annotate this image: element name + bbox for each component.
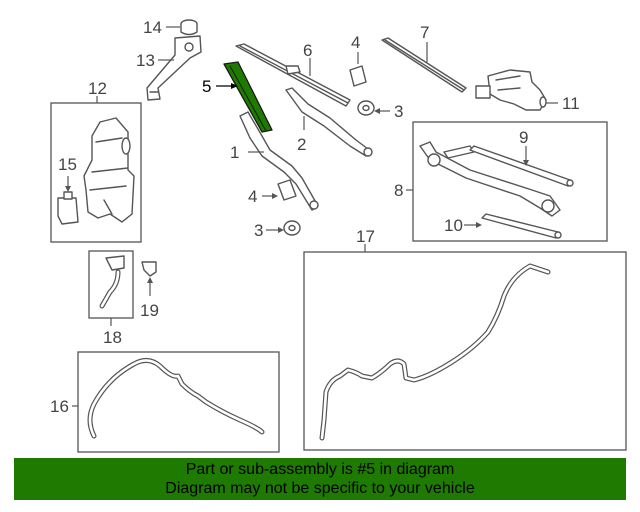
- callout-10[interactable]: 10: [444, 216, 463, 235]
- callout-4-lower[interactable]: 4: [248, 187, 257, 206]
- callout-16[interactable]: 16: [50, 397, 69, 416]
- part-18-hose[interactable]: [99, 255, 125, 309]
- callout-11[interactable]: 11: [562, 94, 580, 113]
- callout-17[interactable]: 17: [356, 227, 375, 246]
- callout-13[interactable]: 13: [136, 51, 155, 70]
- part-8-linkage[interactable]: [419, 141, 561, 217]
- part-12-reservoir[interactable]: [83, 117, 135, 223]
- part-4-cap-lower[interactable]: [277, 179, 297, 201]
- part-13-bracket[interactable]: [146, 35, 202, 101]
- part-16-box: [77, 351, 280, 453]
- info-banner: Part or sub-assembly is #5 in diagram Di…: [14, 458, 626, 500]
- callout-14[interactable]: 14: [143, 18, 162, 37]
- part-3-nut-upper[interactable]: [357, 100, 375, 116]
- callout-19[interactable]: 19: [140, 301, 159, 320]
- part-9-link-rod[interactable]: [469, 145, 574, 187]
- part-16-washer-hose[interactable]: [87, 358, 265, 439]
- part-5-wiper-blade[interactable]: [223, 61, 273, 133]
- part-4-cap-upper[interactable]: [349, 65, 367, 87]
- part-8-box: [412, 121, 608, 242]
- banner-line-2: Diagram may not be specific to your vehi…: [165, 480, 475, 497]
- part-6-wiper-blade[interactable]: [235, 43, 351, 107]
- callout-5[interactable]: 5: [202, 77, 211, 96]
- part-17-washer-hose[interactable]: [319, 263, 551, 441]
- part-14-cap[interactable]: [180, 19, 198, 36]
- part-2-wiper-arm[interactable]: [285, 87, 373, 157]
- banner-line-1: Part or sub-assembly is #5 in diagram: [185, 461, 455, 478]
- callout-3-lower[interactable]: 3: [254, 221, 263, 240]
- callout-18[interactable]: 18: [103, 328, 122, 347]
- part-3-nut-lower[interactable]: [283, 220, 301, 236]
- part-10-link-rod[interactable]: [481, 213, 562, 239]
- callout-9[interactable]: 9: [519, 128, 528, 147]
- part-19-clip[interactable]: [141, 261, 157, 277]
- callout-15[interactable]: 15: [58, 155, 77, 174]
- part-12-box: [50, 102, 142, 243]
- callout-7[interactable]: 7: [420, 23, 429, 42]
- callout-3-upper[interactable]: 3: [394, 102, 403, 121]
- part-17-box: [303, 251, 627, 451]
- part-11-wiper-motor[interactable]: [475, 69, 547, 111]
- part-1-wiper-arm[interactable]: [239, 111, 319, 211]
- callout-12[interactable]: 12: [88, 79, 107, 98]
- callout-2[interactable]: 2: [297, 135, 306, 154]
- part-7-wiper-blade[interactable]: [381, 37, 467, 93]
- part-15-pump[interactable]: [57, 191, 79, 225]
- callout-1[interactable]: 1: [230, 143, 239, 162]
- callout-4-upper[interactable]: 4: [351, 33, 360, 52]
- callout-6[interactable]: 6: [303, 41, 312, 60]
- callout-8[interactable]: 8: [394, 181, 403, 200]
